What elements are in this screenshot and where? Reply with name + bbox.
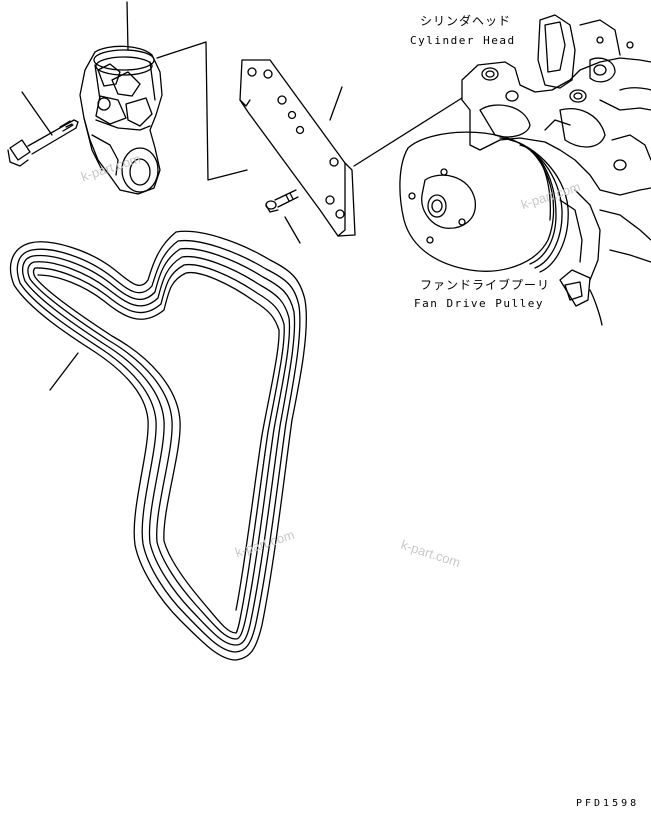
- fan-drive-pulley-label-jp: ファンドライブプーリ: [420, 278, 551, 292]
- cylinder-head-label-jp: シリンダヘッド: [420, 14, 512, 28]
- belt-tensioner: [79, 45, 163, 195]
- leader-lines: [21, 1, 463, 391]
- drawing-code: PFD1598: [576, 798, 640, 809]
- v-ribbed-belt: [9, 230, 307, 661]
- bracket-bolt: [265, 189, 299, 213]
- cylinder-head: [461, 14, 651, 281]
- bracket-plate: [239, 59, 356, 237]
- cylinder-head-label-en: Cylinder Head: [410, 34, 516, 47]
- fan-drive-pulley-label-en: Fan Drive Pulley: [414, 297, 544, 310]
- bolt: [7, 119, 79, 167]
- fan-drive-pulley: [399, 131, 603, 326]
